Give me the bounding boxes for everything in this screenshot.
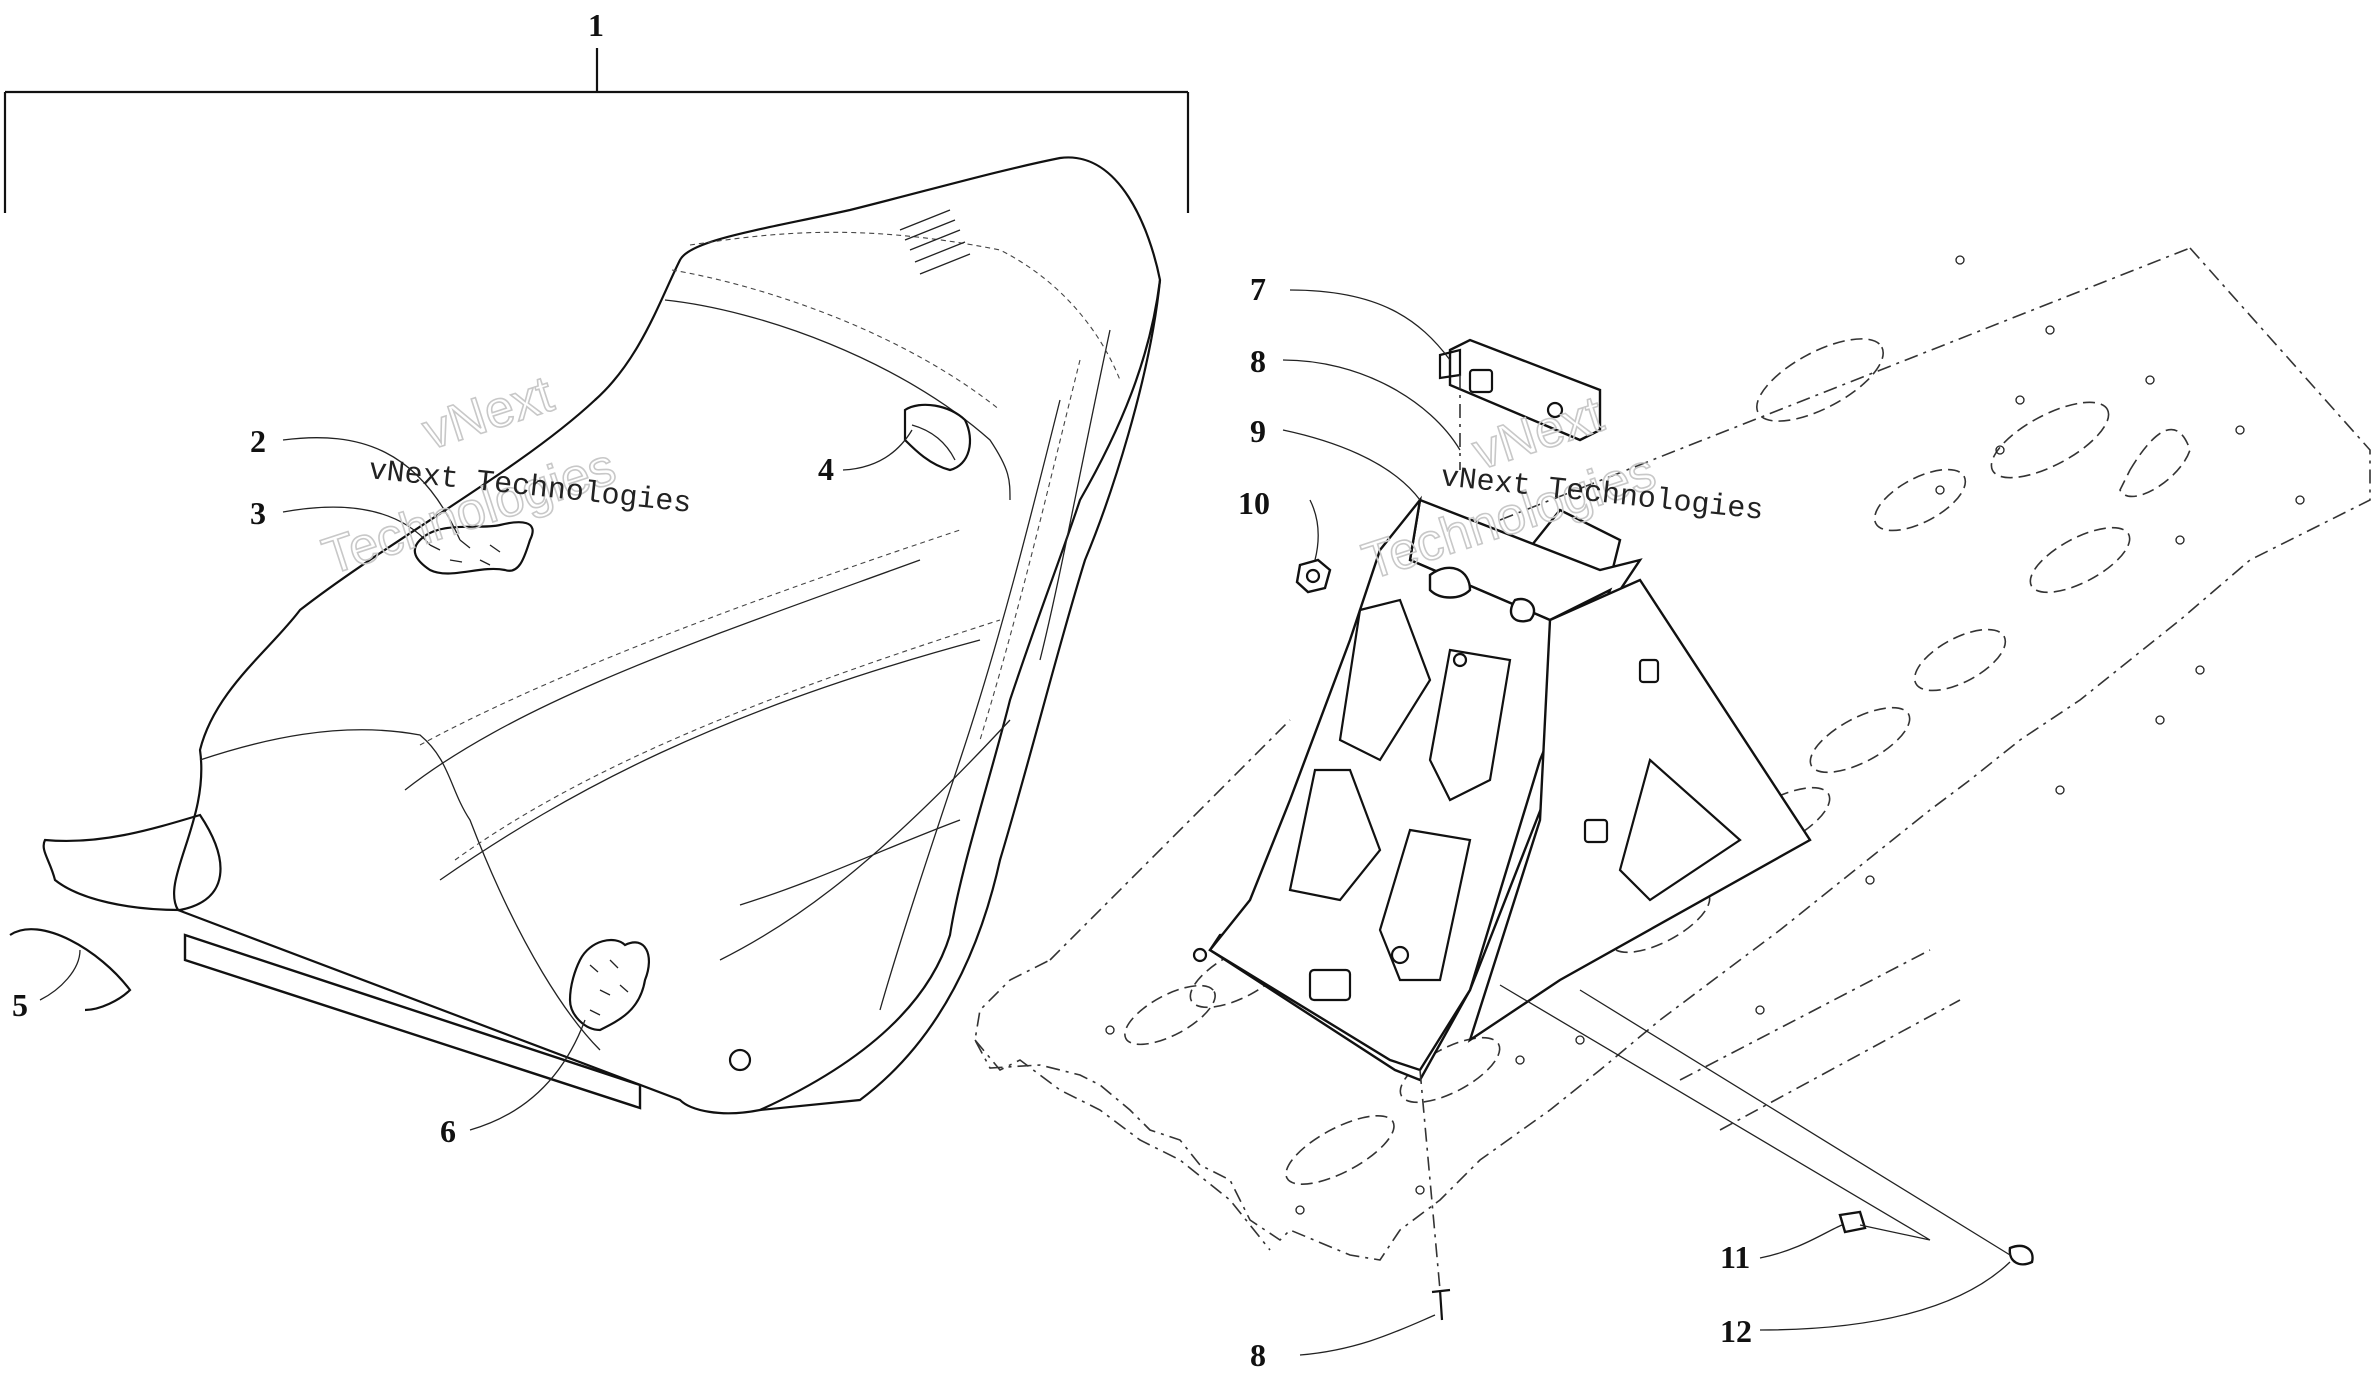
clip-11 bbox=[1838, 1210, 1867, 1234]
callout-labels: 1 2 3 4 5 6 7 8 9 10 11 12 8 bbox=[12, 7, 1752, 1373]
plate-holes bbox=[1105, 255, 2305, 1215]
watermark-left: vNext Technologies vNext Technologies bbox=[315, 364, 693, 587]
callout-7: 7 bbox=[1250, 271, 1266, 307]
assembly-bracket bbox=[3, 48, 1190, 213]
callout-6: 6 bbox=[440, 1113, 456, 1149]
callout-8-lower: 8 bbox=[1250, 1337, 1266, 1373]
leader-lines bbox=[39, 289, 2011, 1356]
nut-10 bbox=[1295, 558, 1332, 594]
foam-patch-6 bbox=[568, 938, 650, 1032]
wire-clip-5 bbox=[9, 928, 132, 1012]
callout-3: 3 bbox=[250, 495, 266, 531]
callout-9: 9 bbox=[1250, 413, 1266, 449]
seat-assembly bbox=[42, 156, 1162, 1115]
pin-8-lower bbox=[1431, 1288, 1451, 1321]
callout-12: 12 bbox=[1720, 1313, 1752, 1349]
callout-1: 1 bbox=[588, 7, 604, 43]
callout-8-upper: 8 bbox=[1250, 343, 1266, 379]
callout-5: 5 bbox=[12, 987, 28, 1023]
tab-piece-4 bbox=[903, 403, 972, 472]
foam-patch-3 bbox=[413, 521, 534, 575]
seat-logo-badge bbox=[899, 209, 971, 275]
callout-2: 2 bbox=[250, 423, 266, 459]
callout-4: 4 bbox=[818, 451, 834, 487]
callout-10: 10 bbox=[1238, 485, 1270, 521]
watermark-ghost-text: Technologies bbox=[316, 437, 623, 586]
callout-11: 11 bbox=[1720, 1239, 1750, 1275]
rivet-12 bbox=[2008, 1244, 2034, 1266]
seat-support-bracket bbox=[1192, 495, 1812, 1082]
